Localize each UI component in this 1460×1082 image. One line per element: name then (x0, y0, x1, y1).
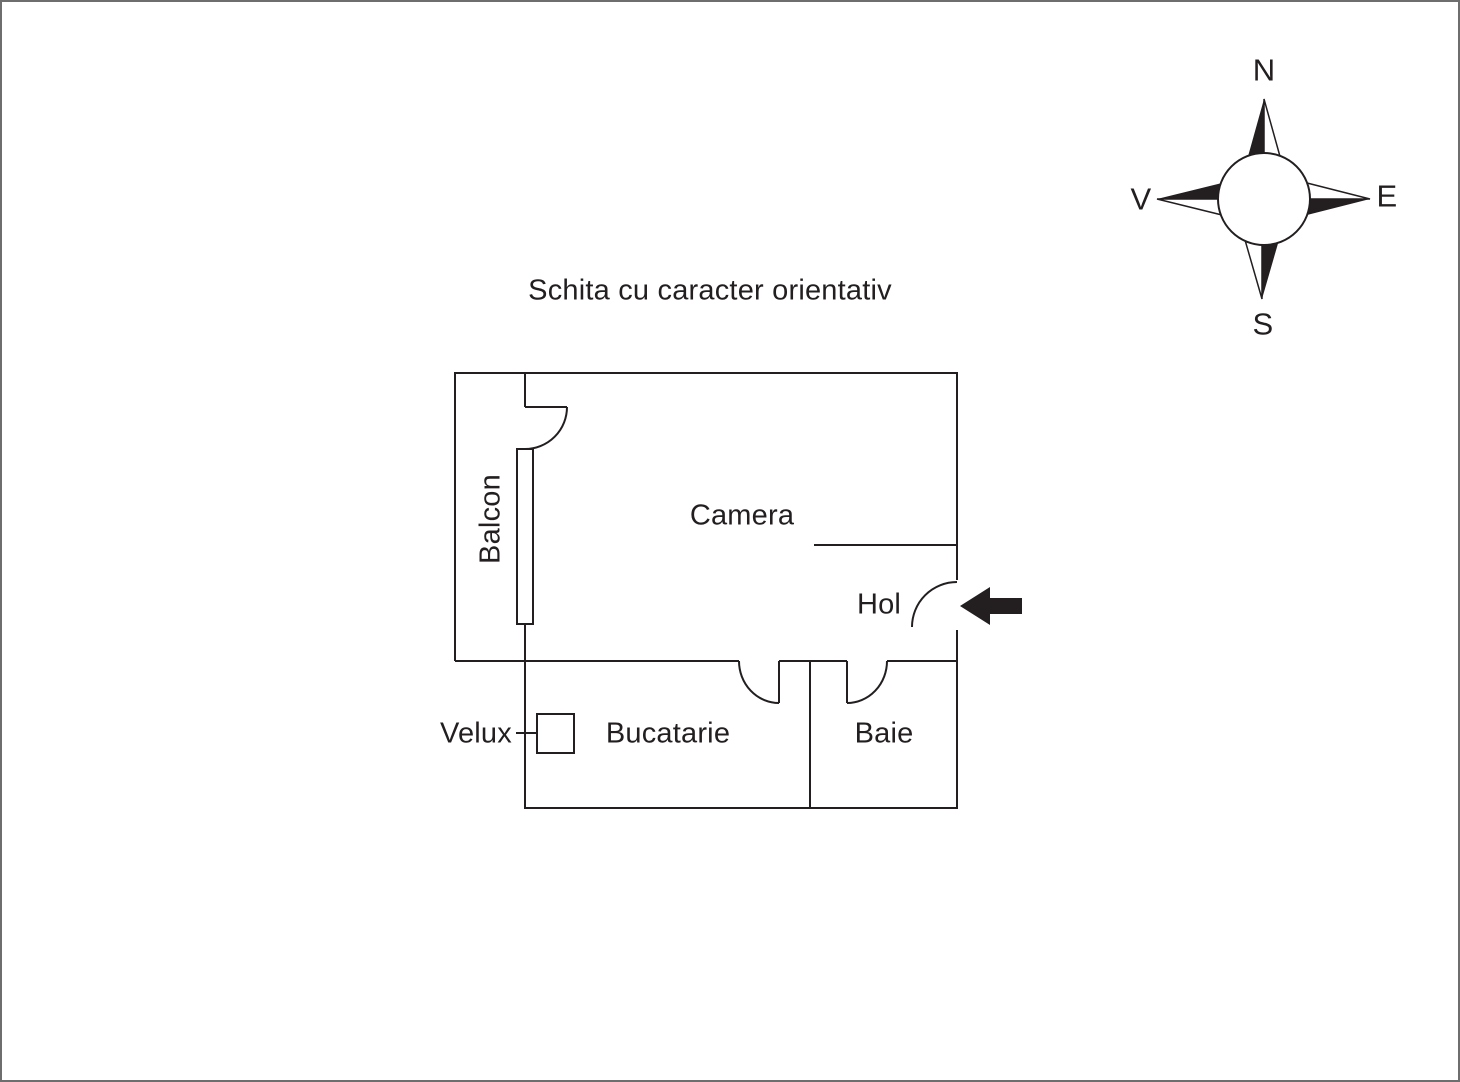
room-label-camera: Camera (689, 499, 795, 532)
room-label-baie: Baie (854, 717, 914, 750)
room-label-bucatarie: Bucatarie (605, 717, 731, 750)
entrance-door-arc (911, 581, 958, 628)
compass-point-south-light (1244, 239, 1263, 300)
compass-label-east: E (1376, 178, 1398, 214)
compass-circle (1217, 152, 1311, 246)
compass-label-south: S (1252, 306, 1274, 342)
room-label-hol: Hol (856, 588, 902, 621)
walls-group (454, 372, 958, 809)
compass-point-east-light (1306, 182, 1371, 200)
compass-point-north-dark (1247, 99, 1264, 160)
compass-point-east-dark (1307, 199, 1370, 215)
compass-label-north: N (1252, 52, 1276, 88)
velux-symbol (516, 713, 575, 754)
room-label-balcon: Balcon (474, 474, 507, 564)
page-title: Schita cu caracter orientativ (528, 274, 892, 307)
balcony-window (516, 448, 534, 625)
compass-point-south-dark (1262, 240, 1279, 299)
compass-rose (1156, 98, 1371, 300)
bathroom-door-arc (846, 660, 888, 704)
entrance-arrow-icon (960, 587, 1022, 625)
wall-outer-lower (524, 661, 958, 809)
wall-outer-upper (454, 372, 958, 662)
compass-label-west: V (1130, 181, 1152, 217)
compass-point-west-light (1156, 198, 1223, 216)
balcony-door-arc (524, 406, 568, 450)
compass-point-west-dark (1157, 183, 1222, 199)
compass-point-north-light (1263, 98, 1282, 161)
annotation-label-velux: Velux (440, 717, 512, 750)
doors-group (524, 406, 958, 704)
kitchen-door-arc (738, 660, 780, 704)
velux-square (536, 713, 575, 754)
